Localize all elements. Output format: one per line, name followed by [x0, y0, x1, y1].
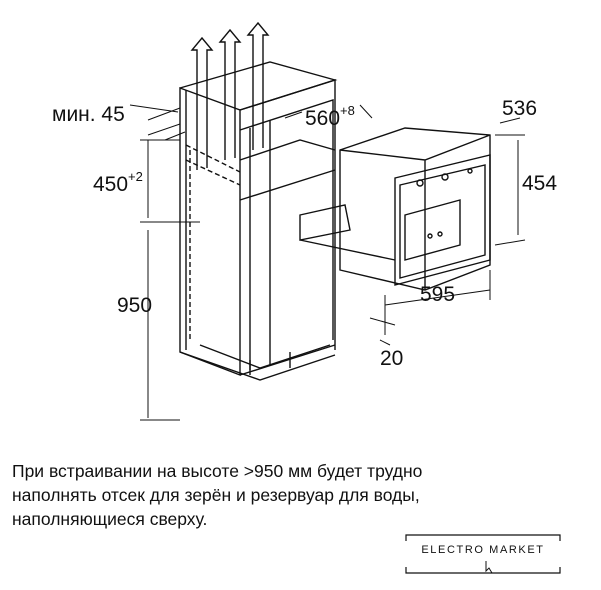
dim-appliance-depth: 536	[502, 97, 538, 120]
dim-niche-height-value: 450	[93, 173, 129, 196]
dim-min-gap: мин. 45	[52, 103, 125, 126]
note-line: наполняющиеся сверху.	[12, 509, 208, 529]
dim-niche-height: 450+2	[93, 169, 143, 197]
dim-niche-height-tol: +2	[128, 169, 143, 184]
note-line: наполнять отсек для зерён и резервуар дл…	[12, 485, 420, 505]
dim-front-offset: 20	[380, 347, 404, 370]
dim-niche-depth: 560+8	[305, 103, 355, 131]
dim-appliance-width: 595	[420, 283, 456, 306]
ventilation-arrows	[190, 21, 270, 170]
note-line: При встраивании на высоте >950 мм будет …	[12, 461, 423, 481]
dim-mount-height: 950	[117, 294, 153, 317]
logo-text: ELECTRO MARKET	[421, 544, 545, 556]
dimension-lines	[129, 104, 526, 421]
dim-niche-depth-tol: +8	[340, 103, 355, 118]
dim-niche-depth-value: 560	[305, 107, 341, 130]
cabinet-drawing	[179, 61, 338, 381]
coffee-machine-drawing	[299, 127, 491, 291]
dim-appliance-height: 454	[522, 172, 558, 195]
installation-note: При встраивании на высоте >950 мм будет …	[12, 459, 592, 531]
electro-market-logo: ELECTRO MARKET	[398, 533, 568, 575]
